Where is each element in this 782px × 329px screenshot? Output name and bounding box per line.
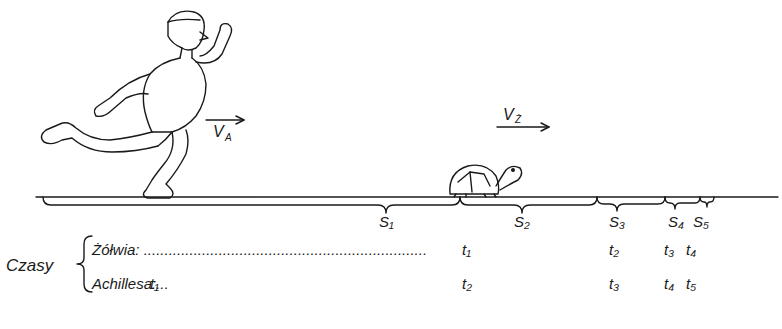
arrowhead [236, 116, 244, 124]
brace [77, 236, 92, 292]
brace [460, 197, 597, 213]
segment-label: S₁ [379, 214, 394, 229]
brace [665, 197, 700, 209]
times-heading: Czasy [6, 257, 53, 274]
time-label: t₄ [664, 276, 674, 291]
time-label: t₂ [609, 242, 619, 257]
tortoise-figure [450, 165, 522, 197]
vector-arrow [206, 119, 244, 120]
runner-figure [41, 11, 231, 198]
vector-arrow [497, 126, 549, 127]
brace [700, 197, 714, 207]
segment-label: S₃ [609, 214, 625, 229]
time-label: t₃ [609, 276, 619, 291]
time-label: t₃ [664, 242, 674, 257]
vector-subscript: Ż [515, 115, 521, 125]
time-label: t₄ [686, 242, 696, 257]
segment-label: S₄ [668, 214, 684, 229]
arrowhead [541, 123, 549, 131]
time-label: t₂ [462, 276, 472, 291]
segment-label: S₅ [693, 214, 709, 229]
brace [597, 197, 665, 211]
brace [43, 197, 460, 213]
vector-symbol: V [213, 124, 224, 140]
vector-subscript: A [225, 133, 232, 143]
vector-symbol: V [503, 107, 514, 123]
time-label: t₁ [462, 242, 471, 257]
row-label: Żółwia: ................................… [92, 242, 427, 257]
time-label: t₁ [150, 276, 159, 291]
time-label: t₅ [686, 276, 696, 291]
segment-label: S₂ [514, 214, 530, 229]
